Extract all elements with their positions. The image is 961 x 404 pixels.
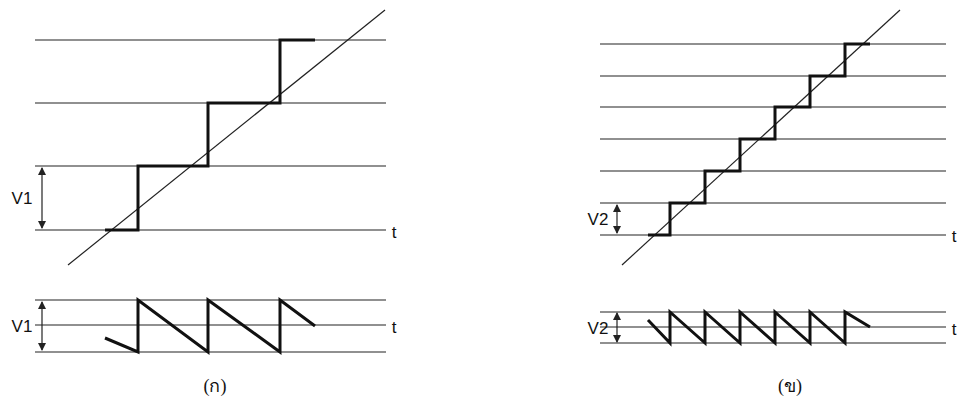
axis-label: t bbox=[952, 228, 957, 245]
panel-caption: (ก) bbox=[204, 377, 227, 395]
axis-label: t bbox=[392, 319, 397, 336]
panel-caption: (ข) bbox=[778, 377, 802, 395]
dimension-label: V2 bbox=[588, 211, 609, 228]
axis-label: t bbox=[952, 321, 957, 338]
axis-label: t bbox=[392, 224, 397, 241]
dimension-label: V2 bbox=[588, 320, 609, 337]
dimension-label: V1 bbox=[12, 190, 33, 207]
dimension-label: V1 bbox=[12, 318, 33, 335]
